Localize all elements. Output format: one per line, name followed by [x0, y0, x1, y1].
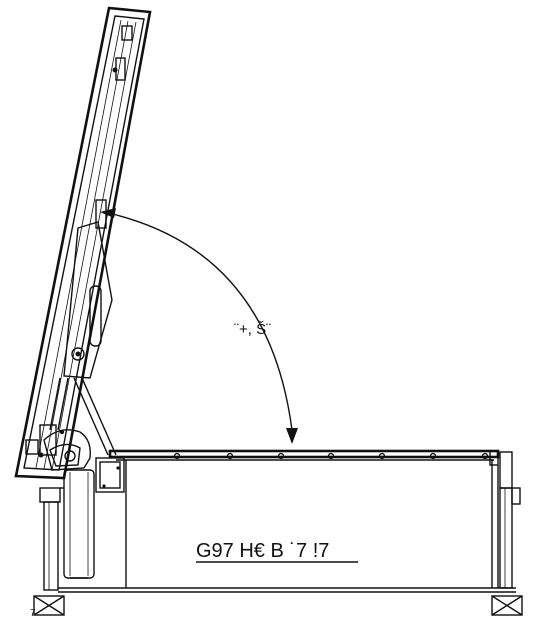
corner-mark: 7 [30, 608, 36, 619]
ground-hatch-right [491, 595, 523, 616]
left-support [39, 487, 64, 591]
arrowhead-bottom [286, 428, 298, 444]
open-lid-panel [14, 6, 152, 480]
ground-hatch-left [33, 595, 65, 616]
curb-frame [58, 449, 516, 593]
arrowhead-top [100, 208, 116, 218]
caption-label: G97 H€ B ˙7 !7 [196, 540, 329, 562]
angle-label: ¨+, Š¨ [234, 321, 271, 338]
angle-dimension [100, 208, 298, 444]
support-arm [49, 221, 117, 456]
right-support [499, 451, 521, 589]
